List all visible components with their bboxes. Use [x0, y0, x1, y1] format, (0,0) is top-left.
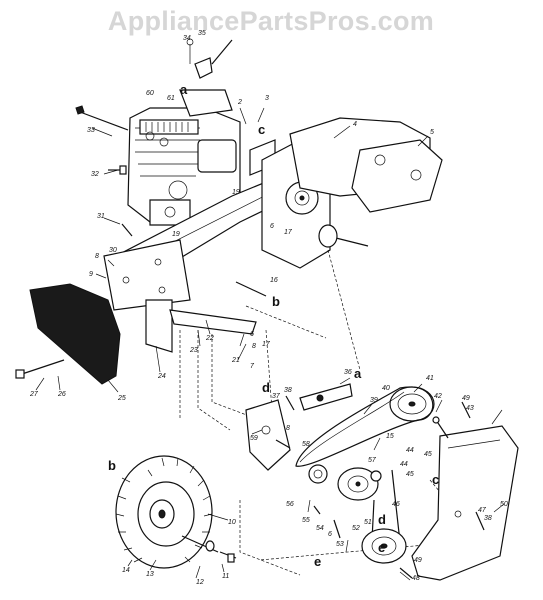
callout-39: 39 [370, 397, 378, 404]
watermark: AppliancePartsPros.com [108, 6, 434, 36]
callout-22: 22 [205, 335, 214, 342]
callout-33: 33 [87, 127, 95, 134]
callout-51: 51 [364, 519, 372, 526]
callout-47: 47 [478, 507, 487, 514]
callout-3: 3 [265, 95, 269, 102]
callout-10: 10 [228, 519, 236, 526]
callout-2: 2 [237, 99, 242, 106]
callout-53: 53 [336, 541, 344, 548]
callout-30: 30 [109, 247, 117, 254]
callout-49a: 49 [462, 395, 470, 402]
callout-59: 59 [250, 435, 258, 442]
belt-drive [245, 383, 519, 581]
letter-a-mid: a [354, 366, 362, 381]
letter-b-mid: b [272, 294, 280, 309]
callout-44b: 44 [400, 461, 408, 468]
callout-45a: 45 [424, 451, 432, 458]
callout-46: 46 [392, 501, 400, 508]
callout-13: 13 [146, 571, 154, 578]
letter-c-top: c [258, 122, 265, 137]
callout-8b: 8 [252, 343, 256, 350]
callout-38b: 38 [484, 515, 492, 522]
letter-e-left: e [314, 554, 321, 569]
callout-27: 27 [29, 391, 39, 398]
callouts: 34 35 60 61 2 3 33 4 5 32 19 31 6 17 19 … [29, 30, 508, 586]
frame [103, 117, 443, 353]
callout-25: 25 [117, 395, 126, 402]
letter-a-top: a [180, 82, 188, 97]
throttle-parts [186, 38, 233, 79]
callout-32: 32 [91, 171, 99, 178]
callout-41: 41 [426, 375, 434, 382]
callout-54: 54 [316, 525, 324, 532]
callout-6a: 6 [270, 223, 274, 230]
callout-42: 42 [434, 393, 442, 400]
callout-48: 48 [412, 575, 420, 582]
callout-15: 15 [386, 433, 394, 440]
callout-52: 52 [352, 525, 360, 532]
callout-56: 56 [286, 501, 294, 508]
engine-bolts [75, 105, 133, 237]
letter-d-left: d [262, 380, 270, 395]
callout-40: 40 [382, 385, 390, 392]
callout-35: 35 [198, 30, 206, 37]
callout-55: 55 [302, 517, 310, 524]
callout-34: 34 [183, 35, 191, 42]
callout-50: 50 [500, 501, 508, 508]
callout-21: 21 [231, 357, 240, 364]
callout-38a: 38 [284, 387, 292, 394]
engine [127, 89, 241, 226]
callout-60: 60 [146, 90, 154, 97]
callout-8a: 8 [95, 253, 99, 260]
callout-4: 4 [353, 121, 357, 128]
callout-49b: 49 [414, 557, 422, 564]
callout-7: 7 [250, 363, 255, 370]
leader-lines [35, 107, 505, 581]
callout-9: 9 [89, 271, 93, 278]
callout-24: 24 [157, 373, 166, 380]
wheel [115, 455, 237, 569]
callout-44a: 44 [406, 447, 414, 454]
callout-6c: 6 [328, 531, 332, 538]
callout-5: 5 [430, 129, 434, 136]
letter-b-wheel: b [108, 458, 116, 473]
callout-17b: 17 [262, 341, 271, 348]
callout-61: 61 [167, 95, 175, 102]
callout-23: 23 [189, 347, 198, 354]
callout-12: 12 [196, 579, 204, 586]
callout-19: 19 [172, 231, 180, 238]
letter-c-right: c [432, 472, 439, 487]
callout-8c: 8 [286, 425, 290, 432]
letter-e-pulley: e [378, 540, 385, 555]
callout-26: 26 [57, 391, 66, 398]
bumper [15, 283, 121, 385]
callout-57: 57 [368, 457, 377, 464]
callout-36: 36 [344, 369, 352, 376]
connection-letters: a c b a d b c d e e [108, 82, 439, 569]
callout-14: 14 [122, 567, 130, 574]
callout-45b: 45 [406, 471, 414, 478]
letter-d-bottom: d [378, 512, 386, 527]
callout-43: 43 [466, 405, 474, 412]
callout-37: 37 [272, 393, 281, 400]
callout-6b: 6 [250, 331, 254, 338]
callout-18: 19 [232, 189, 240, 196]
callout-11: 11 [222, 573, 229, 580]
callout-17a: 17 [284, 229, 293, 236]
callout-31: 31 [97, 213, 105, 220]
callout-16: 16 [270, 277, 278, 284]
callout-58: 58 [302, 441, 310, 448]
